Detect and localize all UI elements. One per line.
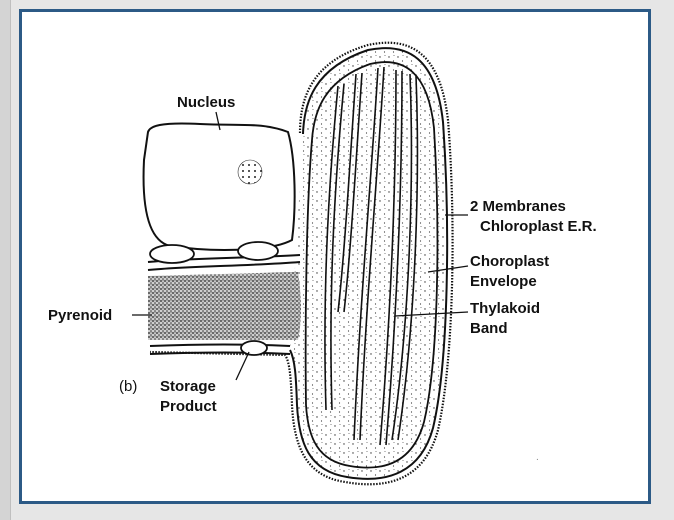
storage-product <box>240 340 268 356</box>
storage-body-right <box>237 241 279 261</box>
thylakoid-leader <box>394 311 469 317</box>
label-membranes-2: Chloroplast E.R. <box>480 218 597 235</box>
storage-body-left <box>149 244 195 264</box>
thylakoid-bands <box>324 66 419 446</box>
er-membranes-lower <box>149 343 291 355</box>
label-membranes-1: 2 Membranes <box>470 198 566 215</box>
nucleolus <box>237 159 263 185</box>
speck-mark: . <box>536 452 539 463</box>
nucleus <box>142 122 296 251</box>
label-thylakoid-2: Band <box>470 320 508 337</box>
storage-leader <box>235 351 250 381</box>
nucleus-leader <box>215 111 221 131</box>
pyrenoid <box>148 272 301 340</box>
label-nucleus: Nucleus <box>177 94 235 111</box>
label-thylakoid-1: Thylakoid <box>470 300 540 317</box>
label-panel-letter: (b) <box>119 378 137 395</box>
label-pyrenoid: Pyrenoid <box>48 307 112 324</box>
label-storage-2: Product <box>160 398 217 415</box>
leader-lines <box>132 111 469 381</box>
envelope-leader <box>427 265 469 273</box>
label-storage-1: Storage <box>160 378 216 395</box>
label-envelope-1: Choroplast <box>470 253 549 270</box>
window-edge-strip <box>0 0 11 520</box>
chloroplast-body <box>149 41 454 486</box>
label-envelope-2: Envelope <box>470 273 537 290</box>
